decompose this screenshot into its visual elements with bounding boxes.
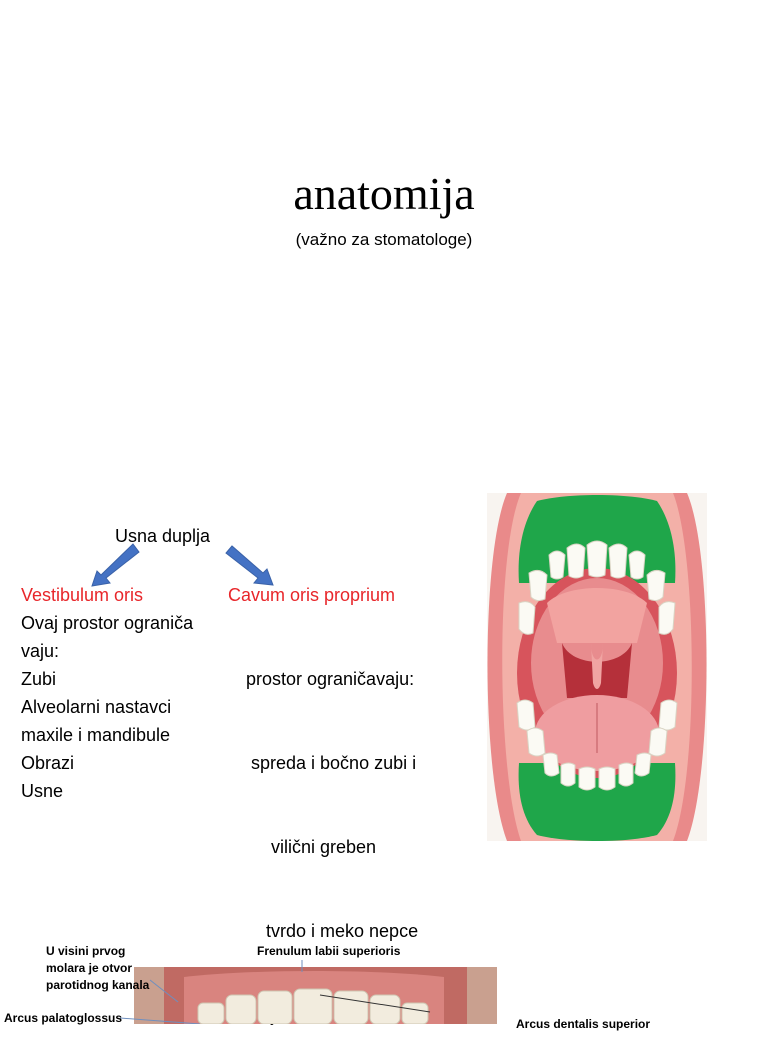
label-palatoglossus: Arcus palatoglossus bbox=[4, 1011, 123, 1025]
open-mouth-illustration bbox=[487, 493, 707, 841]
list-item: spreda i bočno zubi i bbox=[246, 753, 417, 773]
label-line: molara je otvor bbox=[46, 961, 133, 975]
label-frenulum: Frenulum labii superioris bbox=[257, 944, 401, 958]
list-item: prostor ograničavaju: bbox=[246, 669, 415, 689]
list-item: Obrazi bbox=[21, 753, 75, 773]
page-title: anatomija bbox=[293, 168, 475, 219]
label-parotid-duct: U visini prvog molara je otvor parotidno… bbox=[46, 943, 149, 994]
label-line: U visini prvog bbox=[46, 944, 126, 958]
cavum-heading: Cavum oris proprium bbox=[228, 585, 396, 605]
label-arcus-dentalis: Arcus dentalis superior bbox=[516, 1017, 651, 1031]
diagram-arrows bbox=[91, 543, 274, 587]
arrow-down-right-icon bbox=[225, 545, 274, 586]
page-subtitle: (važno za stomatologe) bbox=[295, 230, 473, 249]
list-item: Usne bbox=[21, 781, 64, 801]
vestibulum-list: Ovaj prostor ograniča vaju: Zubi Alveola… bbox=[21, 609, 193, 805]
list-item: tvrdo i meko nepce bbox=[246, 921, 419, 941]
list-item: Alveolarni nastavci bbox=[21, 697, 172, 717]
list-item: vilični greben bbox=[246, 837, 377, 857]
label-line: parotidnog kanala bbox=[46, 978, 150, 992]
list-item: Ovaj prostor ograniča bbox=[21, 613, 194, 633]
label-leader-lines bbox=[119, 960, 431, 1024]
page: { "title": "anatomija", "subtitle": "(va… bbox=[4, 168, 707, 1031]
vestibulum-heading: Vestibulum oris bbox=[21, 585, 144, 605]
list-item: vaju: bbox=[21, 641, 60, 661]
list-item: maxile i mandibule bbox=[21, 725, 171, 745]
arrow-down-left-icon bbox=[91, 543, 140, 587]
list-item: Zubi bbox=[21, 669, 57, 689]
diagram-root: Usna duplja bbox=[115, 526, 211, 546]
